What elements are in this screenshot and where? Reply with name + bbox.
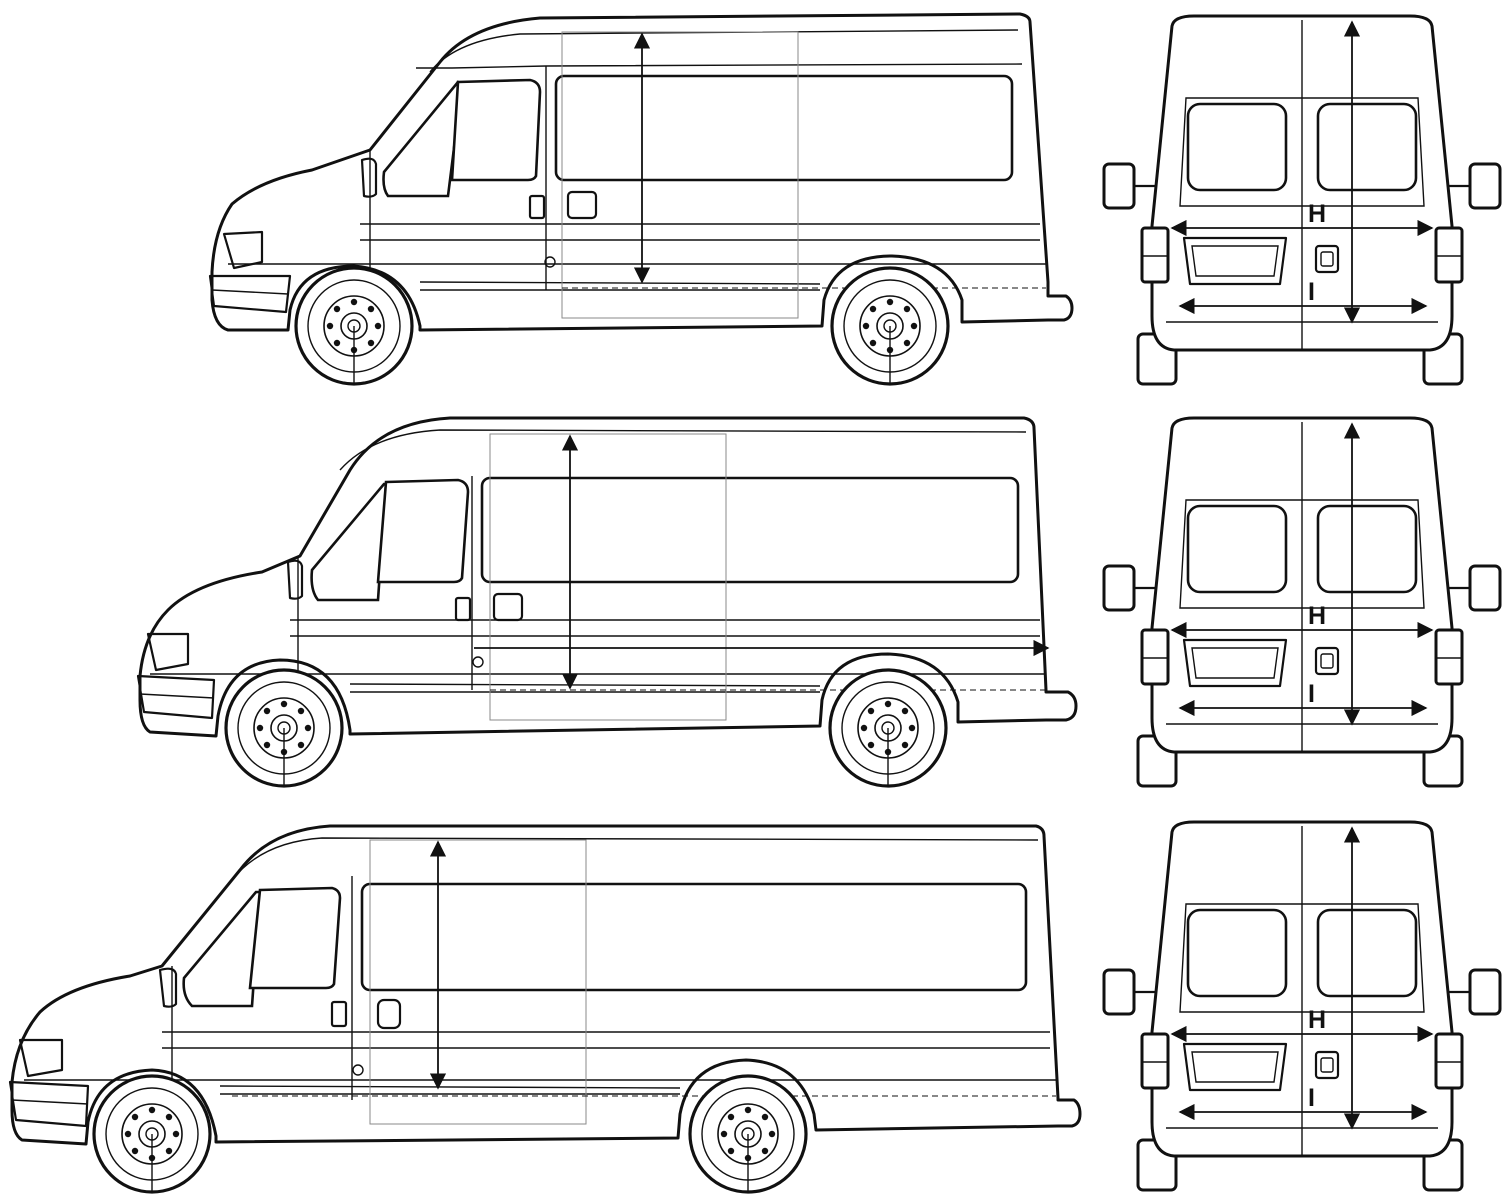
width-label-2: I	[1308, 680, 1315, 708]
side-view-3	[8, 824, 1082, 1194]
side-view-2	[136, 416, 1078, 788]
rear-view-2: H I	[1104, 418, 1500, 786]
height-label-2: H	[1308, 602, 1326, 630]
width-label-1: I	[1308, 278, 1315, 306]
rear-view-3: H I	[1104, 822, 1500, 1190]
side-view-1	[208, 12, 1074, 386]
height-label-3: H	[1308, 1006, 1326, 1034]
width-label-3: I	[1308, 1084, 1315, 1112]
rear-view-1: H I	[1104, 16, 1500, 384]
height-label-1: H	[1308, 200, 1326, 228]
